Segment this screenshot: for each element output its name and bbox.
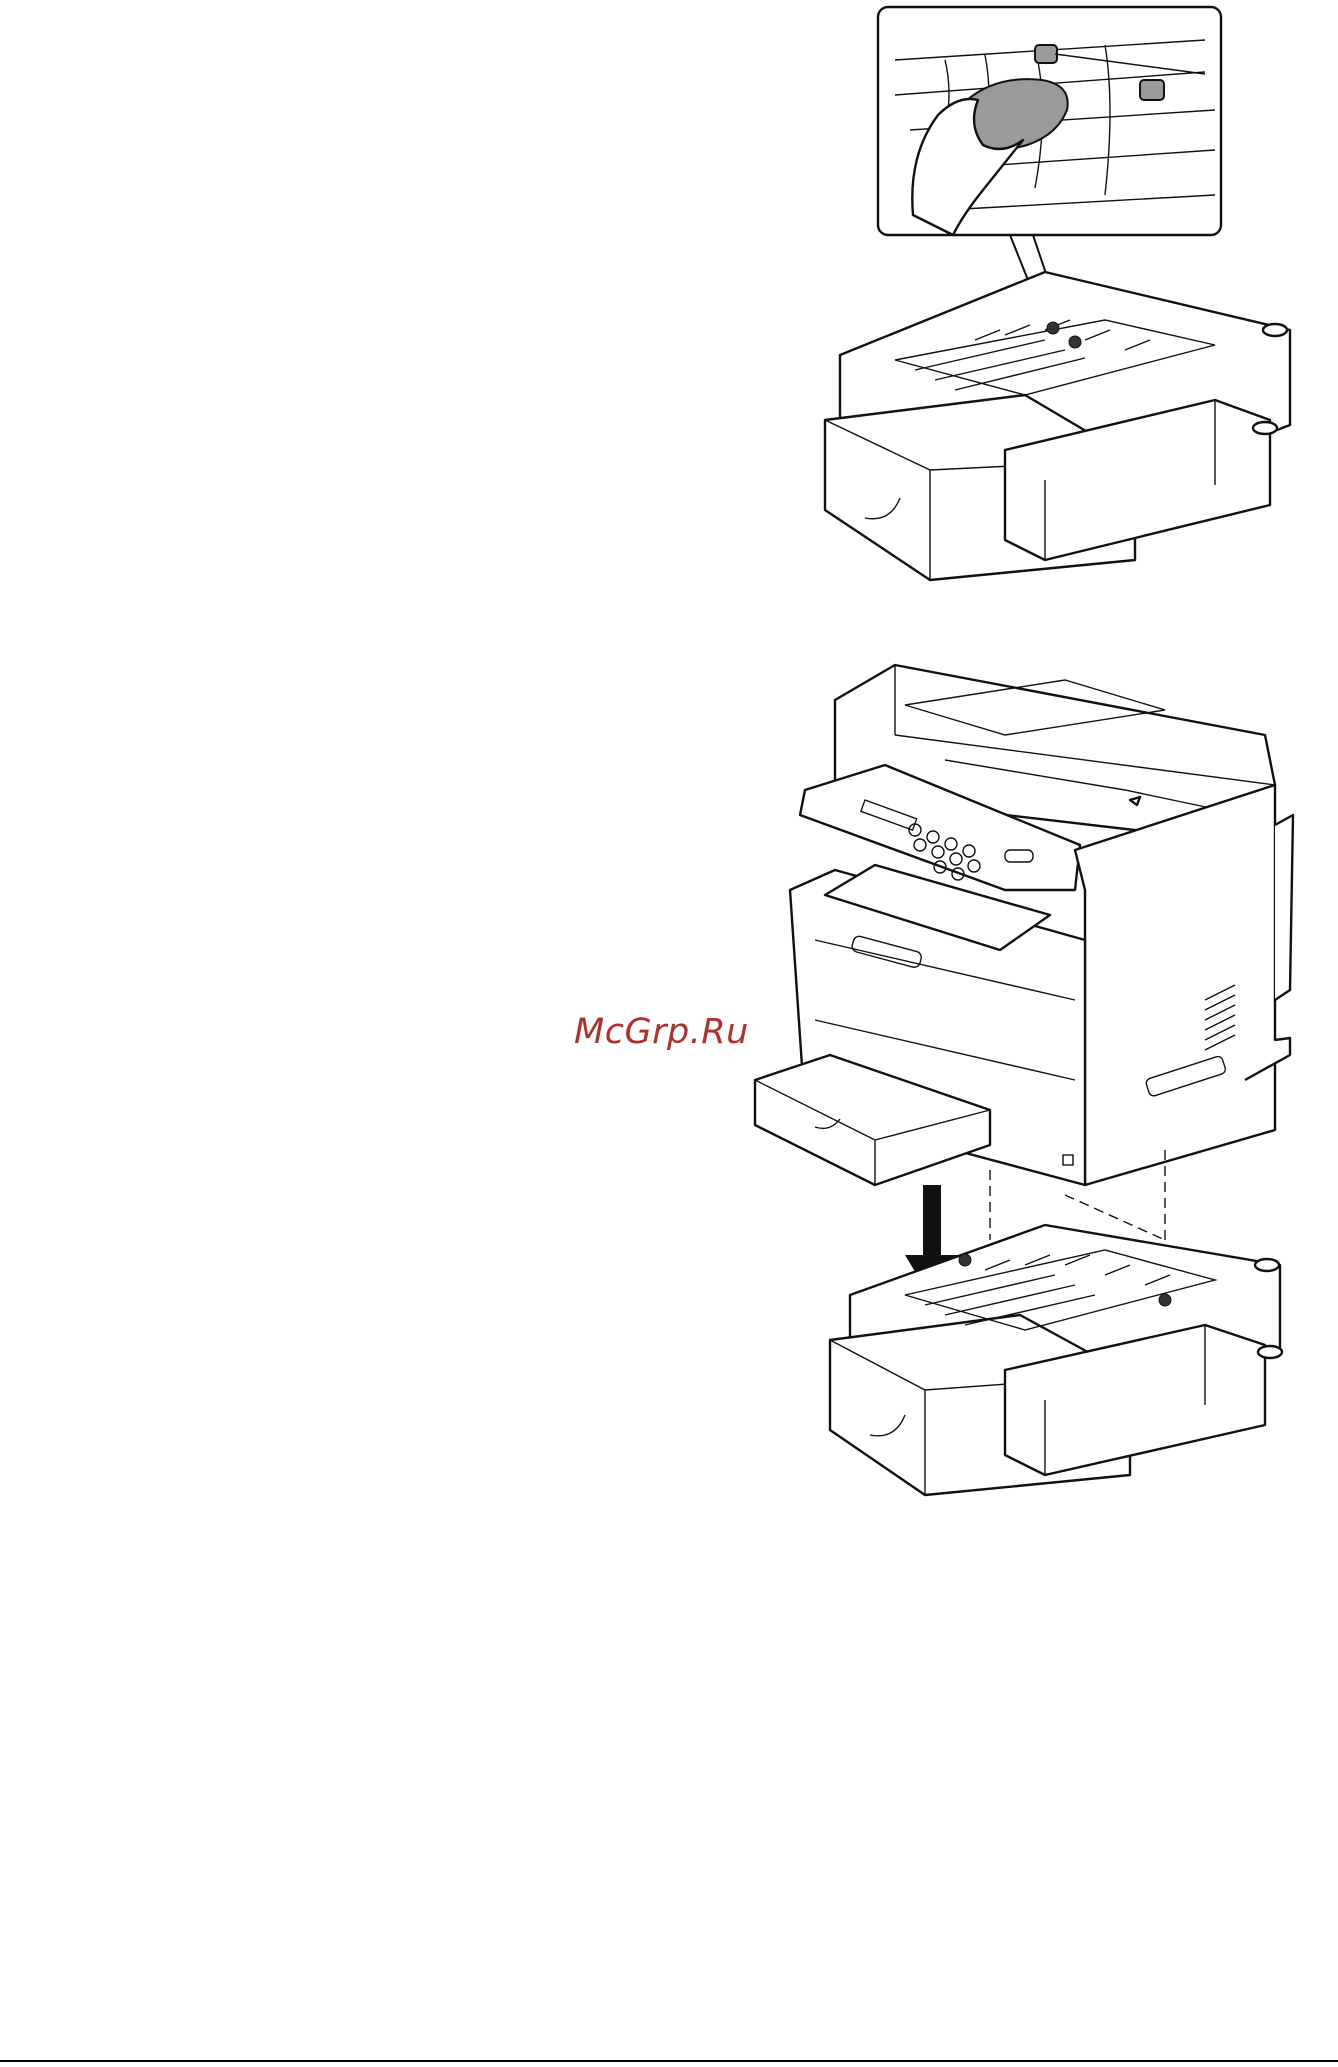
footer-rule (0, 2060, 1338, 2062)
install-printer-figure (745, 640, 1305, 1510)
install-printer-illustration (745, 640, 1305, 1510)
clean-rollers-figure (745, 0, 1305, 590)
clean-rollers-illustration (745, 0, 1305, 590)
printer-body (755, 665, 1293, 1185)
lower-tray-unit (825, 272, 1290, 580)
watermark-text: McGrp.Ru (574, 1012, 749, 1052)
lower-tray-unit (830, 1225, 1282, 1495)
roller-detail-inset (878, 7, 1221, 235)
